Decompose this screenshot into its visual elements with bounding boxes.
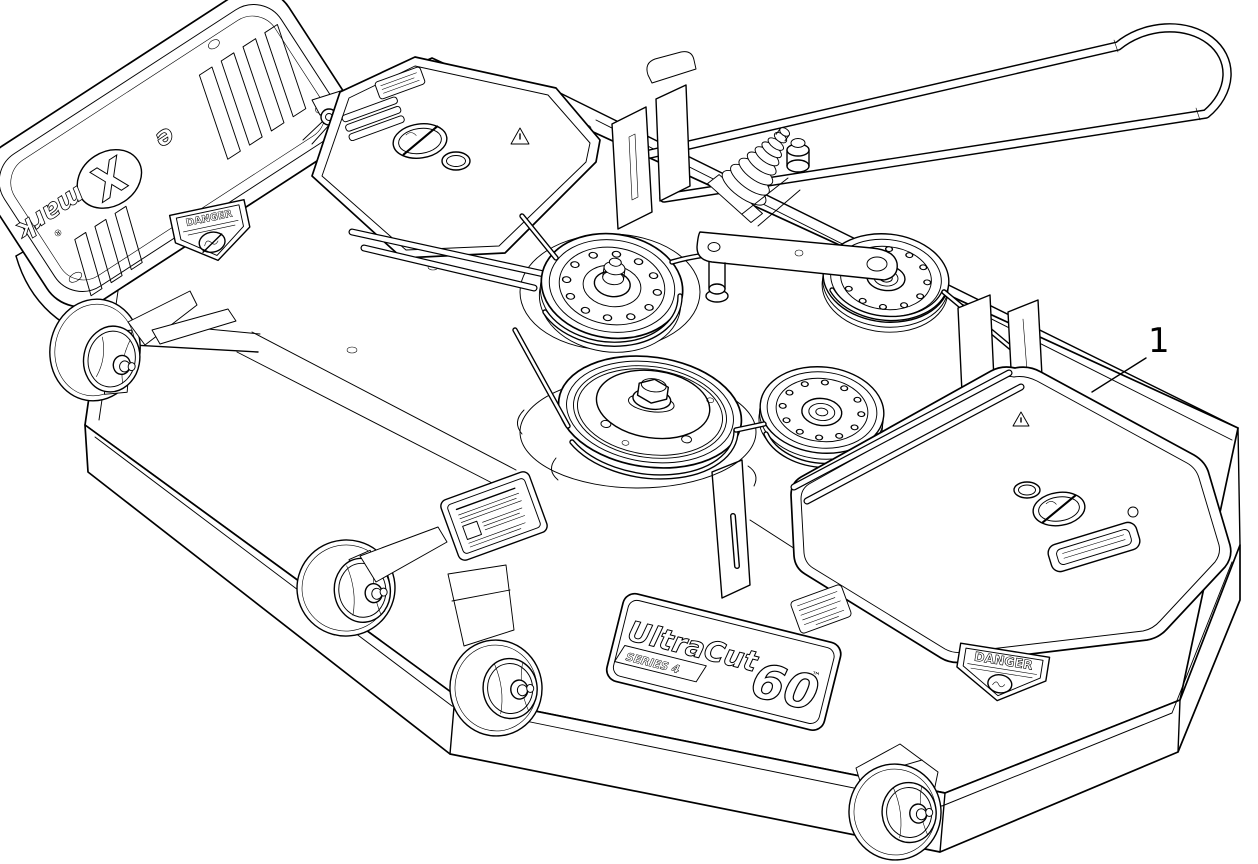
ultracut-model-decal: UltraCut SERIES 4 60 ™ [605, 592, 842, 731]
spindle-pulley-right [758, 366, 885, 466]
cover-ring-left [441, 151, 471, 171]
cover-cap-icon-right [1032, 491, 1086, 527]
anti-scalp-roller-front-center [447, 564, 543, 737]
left-belt-cover [311, 56, 601, 292]
cover-louvers-left [341, 96, 405, 142]
idler-assembly [696, 127, 898, 303]
cover-ring-right [1013, 481, 1041, 499]
spindle-pulley-left [538, 232, 684, 353]
cover-louver-right [1047, 521, 1141, 573]
right-belt-cover [790, 366, 1232, 664]
callout-leader-line [1091, 357, 1147, 393]
callout-number: 1 [1148, 321, 1170, 361]
center-spindle-pulley [557, 355, 743, 469]
spec-decal-small-left [374, 66, 426, 100]
anti-scalp-roller-left [49, 298, 141, 402]
hanger-brackets-left [611, 51, 697, 230]
lift-handle [645, 23, 1232, 203]
roller-bracket-left [127, 290, 237, 346]
danger-decal-right: DANGER [956, 642, 1051, 702]
roller-bracket-front-left [359, 526, 448, 583]
cover-cap-icon-left [392, 123, 448, 159]
ultracut-trademark: ™ [810, 671, 821, 683]
anti-scalp-roller-front-right [848, 743, 942, 861]
idler-arm [696, 138, 898, 303]
warning-triangle-icon-left [510, 127, 530, 145]
danger-decal-left: DANGER [168, 198, 251, 262]
hanger-brackets-right [957, 294, 1043, 394]
callout-1: 1 [1091, 321, 1170, 393]
spec-decal-small-right [790, 584, 852, 634]
warning-triangle-icon-right [1012, 411, 1030, 427]
idler-spring [707, 127, 791, 223]
spec-decal-front [440, 471, 548, 561]
